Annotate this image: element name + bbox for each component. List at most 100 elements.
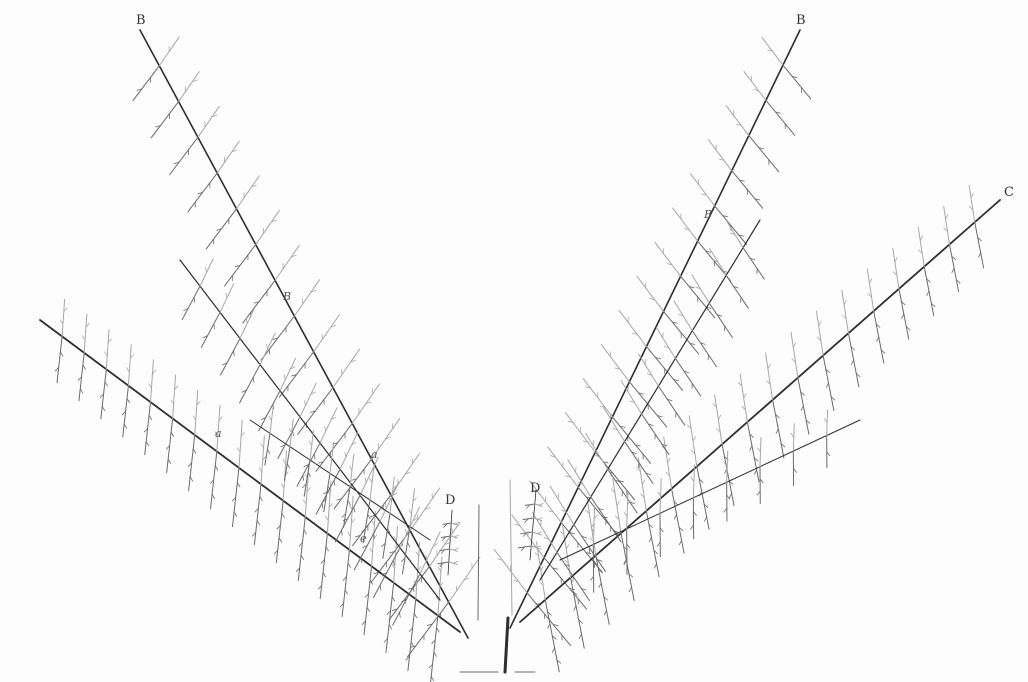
- branchlet: [342, 550, 349, 617]
- label-left-mid-2: a: [215, 427, 222, 440]
- branchlet: [749, 136, 779, 172]
- hydrotheca-tooth: [599, 583, 601, 587]
- hydrotheca-tooth: [348, 500, 350, 504]
- hydrotheca-tooth: [261, 444, 264, 448]
- hydrotheca-tooth: [348, 532, 351, 536]
- hydrotheca-tooth: [400, 612, 401, 617]
- hydrotheca-tooth: [920, 236, 922, 240]
- branchlet: [84, 314, 87, 352]
- hydrotheca-tooth: [80, 389, 83, 393]
- hydrotheca-tooth: [214, 324, 215, 329]
- hydrotheca-tooth: [349, 466, 352, 470]
- branchlet: [57, 336, 62, 382]
- hydrotheca-tooth: [345, 452, 346, 457]
- hydrotheca-tooth: [793, 343, 795, 347]
- branchlet: [294, 280, 319, 316]
- branchlet: [254, 484, 261, 544]
- hydrotheca-tooth: [365, 478, 366, 483]
- branchlet: [743, 248, 764, 279]
- hydrotheca-tooth: [326, 547, 329, 551]
- hydrotheca-tooth: [149, 384, 152, 388]
- branchlet: [709, 303, 732, 337]
- hydrotheca-tooth: [437, 628, 440, 632]
- hydrotheca-tooth: [411, 642, 414, 646]
- hydrotheca-tooth: [345, 590, 348, 594]
- hydrotheca-tooth: [895, 257, 897, 261]
- branchlet: [314, 314, 340, 351]
- hydrotheca-tooth: [541, 566, 543, 570]
- branchlet: [386, 583, 394, 653]
- hydrotheca-tooth: [283, 459, 286, 463]
- hydrotheca-tooth: [409, 510, 412, 514]
- branchlet: [256, 210, 280, 244]
- branchlet: [300, 383, 316, 417]
- branchlet: [62, 299, 65, 336]
- branchlet: [697, 467, 709, 530]
- branchlet: [975, 222, 984, 268]
- branchlet: [621, 533, 634, 600]
- hydrotheca-tooth: [744, 394, 746, 398]
- branchlet: [275, 245, 299, 280]
- label-left-mid-3: a: [371, 448, 378, 461]
- left-d-branch: [448, 510, 452, 575]
- right-lower-plume: [520, 200, 1000, 622]
- hydrotheca-tooth: [234, 512, 237, 516]
- branchlet: [601, 344, 629, 381]
- hydrotheca-tooth: [194, 297, 195, 302]
- branchlet: [220, 338, 240, 375]
- branchlet: [612, 417, 650, 463]
- hydrotheca-tooth: [193, 449, 196, 453]
- hydrotheca-tooth: [168, 459, 171, 463]
- hydrotheca-tooth: [215, 466, 218, 470]
- branchlet: [133, 66, 159, 101]
- label-right-top: B: [796, 13, 806, 28]
- hydrotheca-tooth: [348, 563, 351, 567]
- hydrotheca-tooth: [237, 483, 240, 487]
- branchlet: [259, 391, 280, 431]
- hydrotheca-tooth: [127, 368, 130, 372]
- hydrotheca-tooth: [407, 542, 409, 546]
- hydrotheca-tooth: [538, 518, 543, 520]
- branchlet: [672, 489, 685, 553]
- branchlet: [791, 332, 798, 378]
- hydrotheca-tooth: [649, 537, 651, 541]
- hydrotheca-tooth: [287, 464, 289, 468]
- hydrotheca-tooth: [267, 344, 268, 349]
- label-left-bottom: D: [445, 493, 455, 508]
- branchlet: [726, 106, 749, 136]
- hydrotheca-tooth: [309, 441, 312, 445]
- hydrotheca-tooth: [416, 552, 419, 556]
- branchlet: [298, 517, 305, 581]
- hydrotheca-tooth: [952, 268, 954, 272]
- branchlet: [170, 137, 198, 174]
- label-left-top: B: [136, 13, 146, 28]
- hydrotheca-tooth: [693, 437, 695, 441]
- branchlet: [240, 365, 260, 403]
- branchlet: [571, 578, 585, 649]
- branchlet: [969, 185, 975, 222]
- hydrotheca-tooth: [902, 314, 904, 318]
- branchlet: [182, 286, 200, 319]
- hydrotheca-tooth: [279, 538, 282, 542]
- central-stem: [505, 618, 508, 672]
- hydrotheca-tooth: [566, 545, 568, 549]
- branchlet: [173, 375, 176, 418]
- hydrotheca-tooth: [341, 530, 342, 535]
- left-inner-plume: [250, 420, 430, 540]
- branchlet: [201, 312, 220, 347]
- hydrotheca-tooth: [370, 548, 373, 552]
- branchlet: [690, 174, 714, 206]
- hydrotheca-tooth: [193, 416, 196, 420]
- branchlet: [316, 423, 352, 471]
- hydrotheca-tooth: [237, 448, 240, 452]
- branchlet: [744, 71, 766, 100]
- hydrotheca-tooth: [654, 564, 656, 568]
- hydrotheca-tooth: [127, 398, 130, 402]
- hydrotheca-tooth: [574, 606, 576, 610]
- branchlet: [621, 381, 642, 414]
- hydrotheca-tooth: [414, 613, 417, 617]
- right-middle-plume: [540, 220, 760, 580]
- hydrotheca-tooth: [105, 382, 108, 386]
- hydrotheca-tooth: [190, 477, 193, 481]
- branchlet: [364, 566, 372, 634]
